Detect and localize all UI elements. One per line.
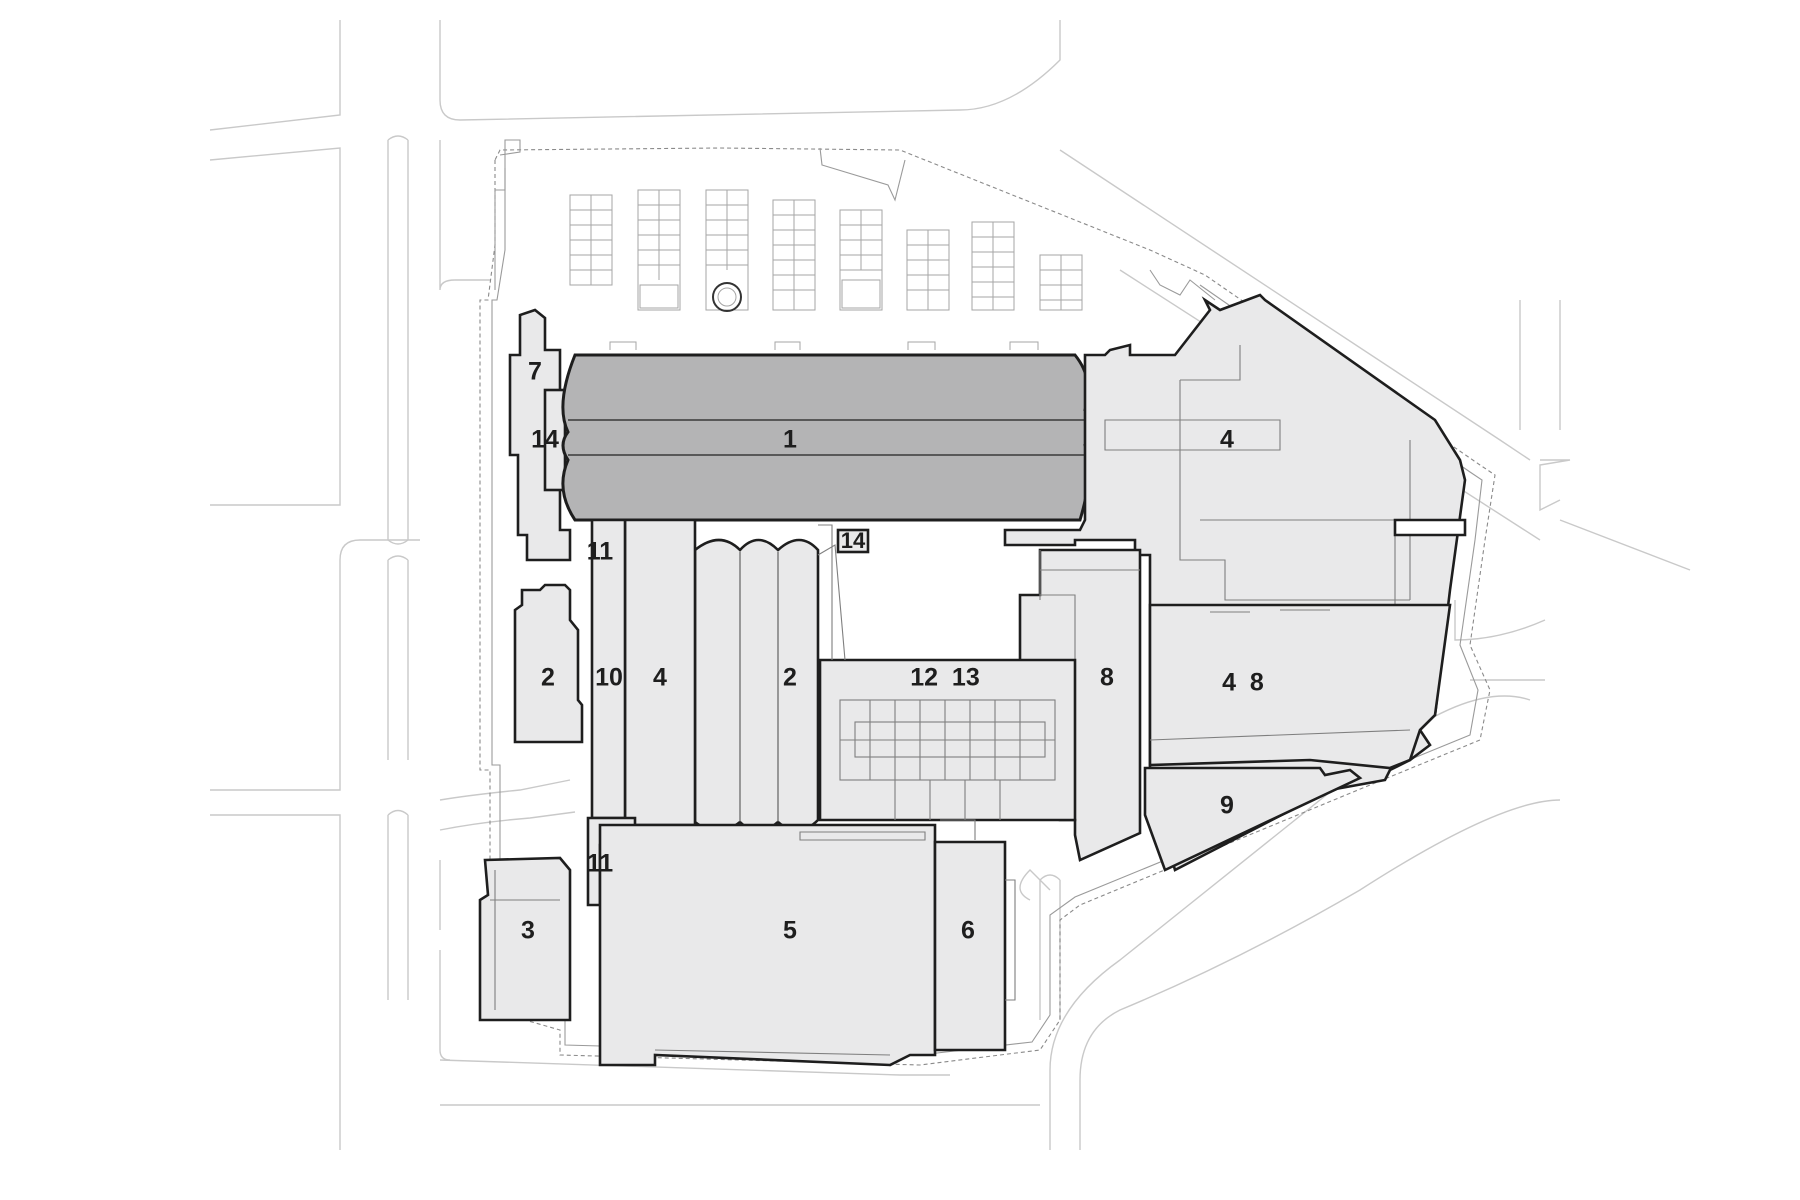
building-6 [933,840,1007,1052]
building-1-vaults [568,419,1085,456]
label-14-left: 14 [531,426,559,454]
label-12-13: 12 13 [910,664,980,692]
label-10: 10 [595,664,623,692]
label-8: 8 [1100,664,1114,692]
building-2-center [693,538,820,833]
building-1 [561,353,1094,522]
building-5 [598,823,937,1067]
label-14-square: 14 [841,528,866,553]
label-9: 9 [1220,792,1234,820]
parking-area [569,189,1083,350]
label-6: 6 [961,917,975,945]
label-4-8: 4 8 [1222,669,1264,697]
top-boundary-detail [494,139,1216,301]
building-9 [1143,766,1363,872]
label-11-north: 11 [587,538,614,566]
label-7: 7 [528,358,542,386]
label-1: 1 [783,426,797,454]
building-3 [478,856,572,1022]
label-11-south: 11 [587,850,614,878]
atrium-grid [839,699,1056,820]
label-2-center: 2 [783,664,797,692]
label-4-west: 4 [653,664,667,692]
label-2-west: 2 [541,664,555,692]
building-7 [508,308,572,562]
building-14-square [836,528,870,554]
site-boundary [479,147,1496,1066]
building-48 [1148,603,1452,770]
label-5: 5 [783,917,797,945]
site-boundary-inner [491,168,1483,1056]
building-2-west [513,583,584,744]
building-labels: 1 7 14 4 11 14 2 10 4 2 12 13 8 4 8 9 11… [521,358,1264,945]
label-4-east: 4 [1220,426,1234,454]
building-4-notch [1393,518,1467,537]
label-3: 3 [521,917,535,945]
